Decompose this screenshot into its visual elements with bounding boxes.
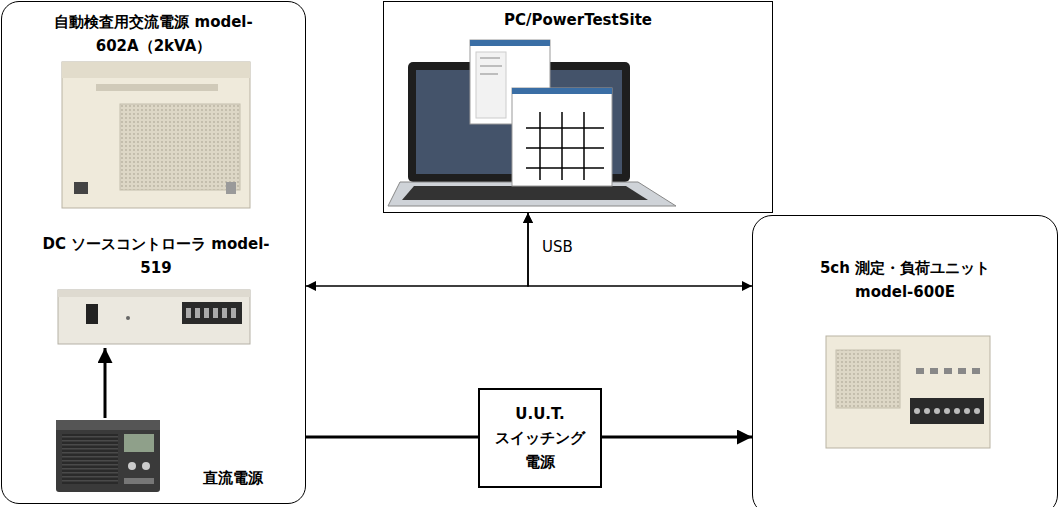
knob bbox=[142, 462, 150, 470]
node-text: 直流電源 bbox=[203, 466, 263, 490]
device-top bbox=[58, 290, 250, 297]
device-label: 直流電源 bbox=[50, 418, 275, 498]
tree-item bbox=[480, 74, 498, 75]
device-body bbox=[56, 424, 160, 492]
terminal bbox=[204, 308, 209, 318]
front-panel bbox=[836, 350, 900, 408]
button bbox=[916, 368, 924, 374]
terminal bbox=[944, 408, 950, 414]
window-title-bar bbox=[512, 88, 612, 94]
terminal bbox=[231, 308, 236, 318]
terminal bbox=[924, 408, 930, 414]
terminal-block bbox=[182, 302, 242, 324]
power-switch bbox=[74, 182, 88, 194]
device-body bbox=[58, 290, 250, 344]
software-window bbox=[512, 88, 612, 186]
node-text: PC/PowerTestSite bbox=[504, 8, 652, 32]
chart-grid bbox=[526, 127, 604, 129]
device-label: DC ソースコントローラ model-519 bbox=[40, 232, 272, 348]
connector bbox=[602, 436, 752, 439]
terminal bbox=[186, 308, 191, 318]
terminal bbox=[954, 408, 960, 414]
chart-grid bbox=[526, 167, 604, 169]
terminal bbox=[964, 408, 970, 414]
display bbox=[124, 434, 154, 452]
chart-grid bbox=[539, 112, 541, 180]
load-unit-image bbox=[826, 336, 990, 448]
chart-grid bbox=[583, 112, 585, 180]
connector bbox=[306, 436, 478, 439]
terminal bbox=[213, 308, 218, 318]
device-top bbox=[56, 420, 160, 430]
uut-box: U.U.T. スイッチング 電源 bbox=[478, 388, 602, 488]
dc-supply-image bbox=[56, 420, 160, 492]
node-text: 自動検査用交流電源 model-602A（2kVA） bbox=[39, 10, 269, 58]
node-text: 5ch 測定・負荷ユニット model-600E bbox=[795, 256, 1015, 304]
connector bbox=[528, 213, 752, 286]
edge-label: USB bbox=[540, 238, 575, 258]
ac-power-source-image bbox=[62, 62, 250, 208]
device-body bbox=[62, 62, 250, 208]
indicator bbox=[126, 316, 130, 320]
node-text: U.U.T. スイッチング 電源 bbox=[486, 402, 594, 474]
power-switch bbox=[86, 304, 98, 324]
vents bbox=[62, 434, 118, 484]
pc-box: PC/PowerTestSite bbox=[383, 1, 773, 213]
terminal-block bbox=[910, 398, 984, 424]
connector bbox=[104, 348, 107, 418]
equipment-panel: 5ch 測定・負荷ユニット model-600E bbox=[752, 215, 1058, 507]
equipment-panel: 自動検査用交流電源 model-602A（2kVA） DC ソースコントローラ m… bbox=[1, 1, 306, 504]
dc-controller-image bbox=[58, 290, 250, 344]
button bbox=[930, 368, 938, 374]
window-title-bar bbox=[470, 40, 550, 46]
grille bbox=[120, 104, 240, 190]
terminal bbox=[934, 408, 940, 414]
chart-grid bbox=[526, 147, 604, 149]
button bbox=[972, 368, 980, 374]
knob bbox=[128, 462, 136, 470]
chart-grid bbox=[561, 112, 563, 180]
display-slot bbox=[96, 84, 218, 91]
keyboard bbox=[402, 186, 648, 200]
laptop-image bbox=[388, 40, 676, 206]
node-text: DC ソースコントローラ model-519 bbox=[42, 232, 270, 280]
tree-pane bbox=[476, 52, 506, 118]
terminal bbox=[914, 408, 920, 414]
terminals bbox=[124, 478, 154, 484]
tree-item bbox=[480, 58, 500, 59]
terminal bbox=[222, 308, 227, 318]
device-body bbox=[826, 336, 990, 448]
tree-item bbox=[480, 66, 502, 67]
terminal bbox=[974, 408, 980, 414]
terminal bbox=[195, 308, 200, 318]
device-top bbox=[62, 62, 250, 78]
button bbox=[958, 368, 966, 374]
button bbox=[944, 368, 952, 374]
connector bbox=[306, 213, 528, 286]
connector bbox=[226, 182, 236, 194]
